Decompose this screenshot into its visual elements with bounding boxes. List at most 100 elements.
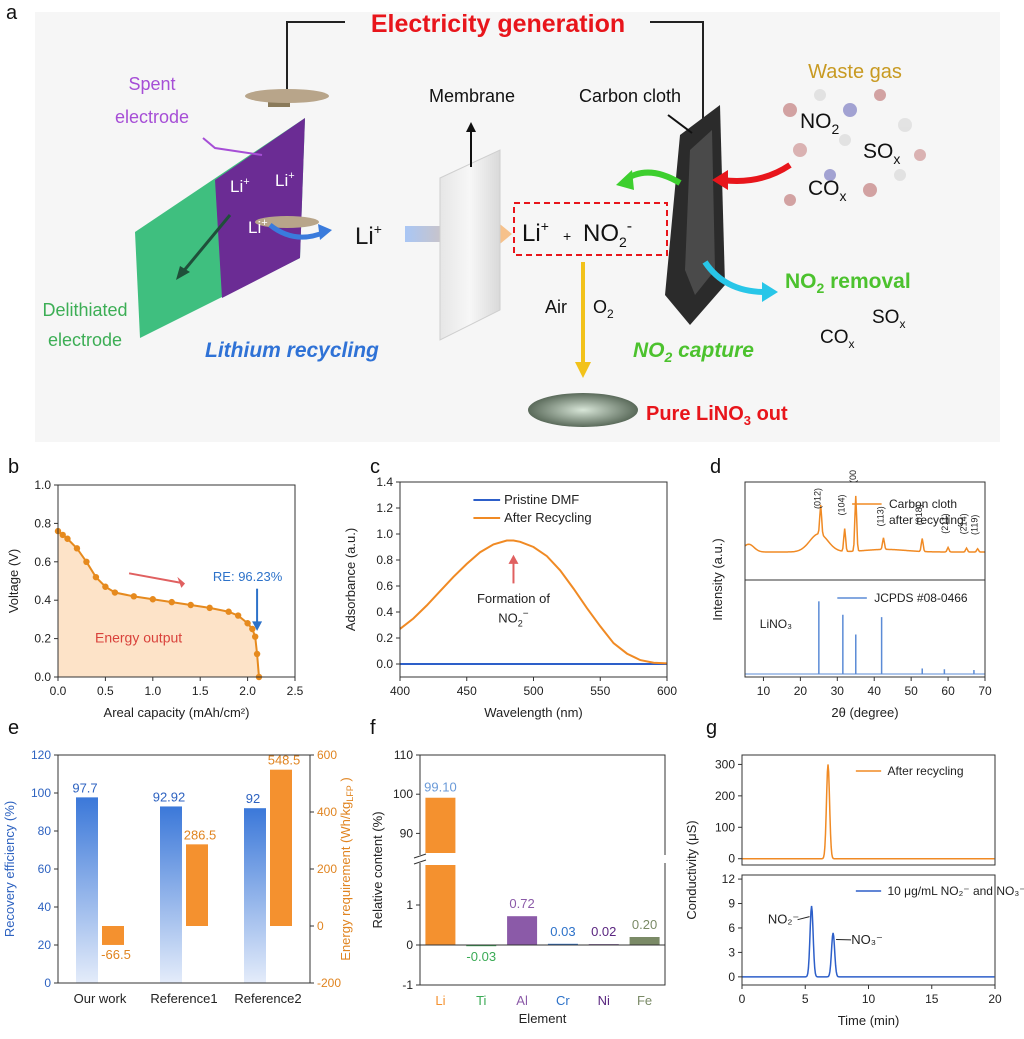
element-label: Li — [435, 993, 445, 1008]
recycling-schematic: Electricity generation Li+ Li+ Li+ Spent… — [35, 10, 1000, 442]
break-mark — [413, 853, 427, 859]
waste-gas-arrowhead — [712, 170, 728, 190]
element-label: Ti — [476, 993, 486, 1008]
y-tick-label: 12 — [722, 872, 736, 886]
data-point — [111, 589, 119, 596]
y2-tick-label: 600 — [317, 748, 337, 762]
y2-tick-label: 400 — [317, 805, 337, 819]
y-tick-label: 1.0 — [376, 527, 393, 541]
no2-capture-label: NO2 capture — [633, 339, 754, 365]
y-tick-label: 0.6 — [34, 555, 51, 569]
membrane-pointer-head — [466, 122, 476, 132]
content-value-label: 0.20 — [632, 917, 657, 932]
y-tick-label: 110 — [394, 748, 413, 762]
content-bar — [466, 945, 497, 947]
x-axis-label: 2θ (degree) — [831, 705, 898, 720]
y-tick-label: 80 — [38, 824, 52, 838]
electricity-title: Electricity generation — [371, 10, 625, 38]
y-tick-label: 9 — [728, 897, 735, 911]
x-tick-label: 60 — [941, 684, 955, 698]
o2-label: O2 — [593, 297, 614, 321]
data-point — [187, 601, 194, 609]
xrd-pattern-recycled — [744, 495, 985, 553]
carbon-cloth-weave — [685, 130, 715, 295]
energy-value-label: -66.5 — [101, 947, 131, 962]
energy-output-area — [58, 531, 259, 677]
legend-label: after recycling — [889, 513, 964, 527]
y-axis-label: Relative content (%) — [370, 811, 385, 928]
gas-no2: NO2 — [800, 110, 840, 137]
category-label: Reference1 — [150, 991, 217, 1006]
element-label: Fe — [637, 993, 652, 1008]
x-tick-label: 70 — [978, 684, 992, 698]
data-point — [83, 558, 90, 565]
content-value-label: 0.72 — [509, 896, 534, 911]
x-tick-label: 10 — [862, 992, 876, 1006]
peak-label: (012) — [813, 488, 823, 509]
y-tick-label: 0.4 — [34, 593, 51, 607]
element-label: Cr — [556, 993, 570, 1008]
y-tick-label: 0.0 — [34, 670, 51, 684]
formation-ion: NO2− — [498, 608, 529, 628]
box-li-ion: Li+ — [522, 218, 549, 247]
x-tick-label: 0.0 — [50, 684, 67, 698]
y-tick-label: 100 — [715, 820, 735, 834]
delithiated-label-1: Delithiated — [42, 300, 127, 320]
y-tick-label: 0 — [44, 976, 51, 990]
y-tick-label: 1.4 — [376, 475, 393, 489]
y-tick-label: 90 — [400, 826, 414, 840]
legend-label: After recycling — [887, 764, 963, 778]
y-axis-label: Voltage (V) — [6, 549, 21, 613]
box-plus-sign: + — [563, 228, 571, 244]
plot-frame — [57, 484, 296, 678]
chromatogram-0 — [742, 764, 995, 860]
panel-letter-g: g — [706, 717, 718, 739]
peak-label: (113) — [875, 506, 885, 526]
data-point — [64, 535, 71, 542]
pure-lino3-label: Pure LiNO3 out — [646, 403, 788, 428]
axis-break — [414, 855, 671, 863]
legend-label: 10 μg/mL NO₂⁻ and NO₃⁻ — [887, 884, 1024, 898]
removal-arrow — [702, 260, 766, 295]
y-tick-label: 0.2 — [376, 631, 393, 645]
data-point — [73, 545, 81, 552]
panel-letter-c: c — [370, 456, 380, 478]
air-label: Air — [545, 297, 567, 317]
wire-right — [650, 21, 704, 120]
carbon-pointer — [667, 114, 693, 134]
y2-tick-label: 0 — [317, 919, 324, 933]
removal-sox: SOx — [872, 307, 905, 331]
recovery-bar — [244, 808, 266, 983]
x-tick-label: 5 — [802, 992, 809, 1006]
li-exit-arrowhead — [318, 224, 332, 240]
series-line-1 — [399, 539, 668, 665]
spent-pointer — [202, 137, 263, 156]
x-tick-label: 15 — [925, 992, 939, 1006]
recovery-value-label: 92 — [246, 791, 260, 806]
x-tick-label: 50 — [904, 684, 918, 698]
break-mark — [413, 859, 427, 865]
x-axis-label: Element — [519, 1011, 567, 1026]
chart-f-elements: 99.10Li-0.03Ti0.72Al0.03Cr0.02Ni0.20Fe90… — [370, 748, 671, 1026]
x-tick-label: 500 — [523, 684, 543, 698]
wire-left — [286, 21, 345, 96]
li-ion-label: Li+ — [355, 221, 382, 250]
y-tick-label: 100 — [31, 786, 51, 800]
gas-cox: COx — [808, 177, 847, 204]
content-value-label: 0.03 — [550, 924, 575, 939]
plot-frame — [419, 754, 666, 986]
ion-box — [513, 202, 668, 256]
content-bar — [547, 943, 578, 945]
lithium-recycling-label: Lithium recycling — [205, 339, 379, 362]
y-tick-label: 3 — [728, 945, 735, 959]
x-tick-label: 2.5 — [287, 684, 304, 698]
removal-arrowhead — [762, 282, 778, 302]
x-tick-label: 40 — [868, 684, 882, 698]
content-bar — [425, 865, 456, 945]
x-tick-label: 400 — [390, 684, 410, 698]
energy-bar — [102, 926, 124, 945]
peak-label: NO₂⁻ — [768, 912, 799, 927]
panel-letter-a: a — [6, 2, 18, 24]
